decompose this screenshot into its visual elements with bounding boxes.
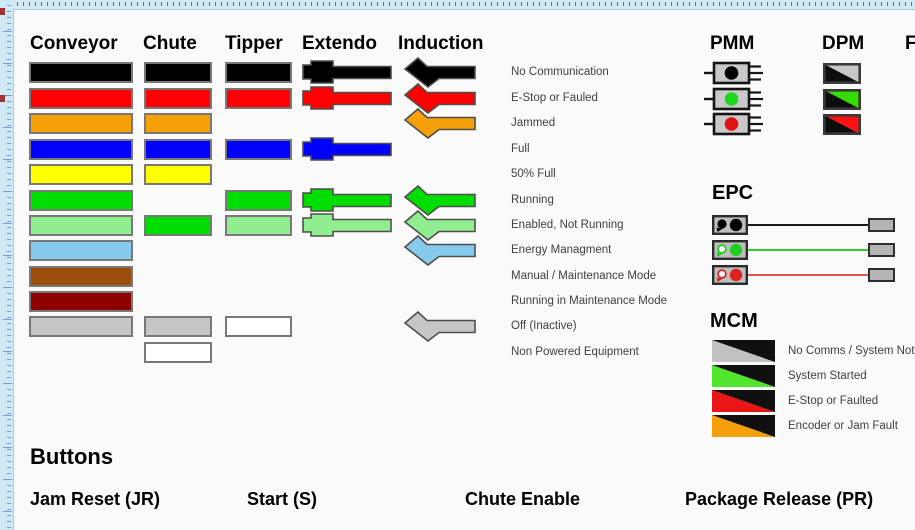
pmm-module-icon	[703, 112, 765, 136]
chute-state-swatch	[144, 316, 212, 337]
column-header-induction: Induction	[398, 33, 484, 54]
extendo-state-swatch	[302, 86, 392, 110]
epc-section-title: EPC	[712, 182, 754, 204]
conveyor-state-swatch	[29, 240, 133, 261]
mcm-state-swatch	[712, 365, 775, 387]
status-label-row5: Running	[511, 194, 554, 206]
induction-state-swatch	[402, 209, 476, 242]
chute-state-swatch	[144, 62, 212, 83]
chute-state-swatch	[144, 215, 212, 236]
induction-state-swatch	[402, 82, 476, 115]
conveyor-state-swatch	[29, 215, 133, 236]
mcm-status-label: No Comms / System Not St	[788, 345, 915, 357]
tipper-state-swatch	[225, 215, 292, 236]
status-label-row8: Manual / Maintenance Mode	[511, 270, 657, 282]
status-label-row4: 50% Full	[511, 168, 556, 180]
status-label-row2: Jammed	[511, 117, 556, 129]
status-label-row10: Off (Inactive)	[511, 320, 577, 332]
mcm-status-label: E-Stop or Faulted	[788, 395, 879, 407]
epc-end-box	[868, 243, 895, 257]
status-label-row6: Enabled, Not Running	[511, 219, 624, 231]
chute-state-swatch	[144, 88, 212, 109]
conveyor-state-swatch	[29, 62, 133, 83]
tipper-state-swatch	[225, 139, 292, 160]
column-header-extendo: Extendo	[302, 33, 377, 54]
tipper-state-swatch	[225, 62, 292, 83]
status-label-row3: Full	[511, 143, 530, 155]
tipper-state-swatch	[225, 190, 292, 211]
button-label-package-release: Package Release (PR)	[685, 489, 874, 509]
status-label-row7: Energy Managment	[511, 244, 612, 256]
epc-sensor-icon	[712, 240, 748, 261]
conveyor-state-swatch	[29, 88, 133, 109]
epc-wire	[748, 249, 868, 251]
extendo-state-swatch	[302, 213, 392, 237]
epc-wire	[748, 224, 868, 226]
mcm-section-title: MCM	[710, 310, 758, 332]
buttons-section-title: Buttons	[30, 444, 114, 469]
button-label-start: Start (S)	[247, 489, 318, 509]
extendo-state-swatch	[302, 60, 392, 84]
column-header-pmm: PMM	[710, 33, 755, 54]
epc-end-box	[868, 218, 895, 232]
chute-state-swatch	[144, 139, 212, 160]
chute-state-swatch	[144, 342, 212, 363]
pmm-module-icon	[703, 87, 765, 111]
epc-wire	[748, 274, 868, 276]
dpm-state-swatch	[822, 62, 862, 84]
column-header-conveyor: Conveyor	[30, 33, 118, 54]
epc-sensor-icon	[712, 265, 748, 286]
ruler-left	[0, 0, 13, 530]
chute-state-swatch	[144, 164, 212, 185]
ruler-top	[0, 0, 915, 9]
status-label-row9: Running in Maintenance Mode	[511, 295, 667, 307]
epc-end-box	[868, 268, 895, 282]
column-header-dpm: DPM	[822, 33, 865, 54]
button-label-jam-reset: Jam Reset (JR)	[30, 489, 161, 509]
extendo-state-swatch	[302, 188, 392, 212]
mcm-status-label: Encoder or Jam Fault	[788, 420, 898, 432]
conveyor-state-swatch	[29, 113, 133, 134]
column-header-chute: Chute	[143, 33, 197, 54]
mcm-state-swatch	[712, 390, 775, 412]
status-label-row11: Non Powered Equipment	[511, 346, 639, 358]
mcm-state-swatch	[712, 340, 775, 362]
button-label-chute-enable: Chute Enable	[465, 489, 581, 509]
conveyor-state-swatch	[29, 190, 133, 211]
mcm-status-label: System Started	[788, 370, 867, 382]
epc-sensor-icon	[712, 215, 748, 236]
mcm-state-swatch	[712, 415, 775, 437]
tipper-state-swatch	[225, 88, 292, 109]
chute-state-swatch	[144, 113, 212, 134]
induction-state-swatch	[402, 107, 476, 140]
conveyor-state-swatch	[29, 139, 133, 160]
induction-state-swatch	[402, 234, 476, 267]
status-label-row1: E-Stop or Fauled	[511, 92, 598, 104]
column-header-tipper: Tipper	[225, 33, 283, 54]
conveyor-state-swatch	[29, 164, 133, 185]
induction-state-swatch	[402, 56, 476, 89]
conveyor-state-swatch	[29, 316, 133, 337]
dpm-state-swatch	[822, 113, 862, 135]
tipper-state-swatch	[225, 316, 292, 337]
ruler-margin-marker	[0, 95, 5, 102]
dpm-state-swatch	[822, 88, 862, 110]
conveyor-state-swatch	[29, 291, 133, 312]
induction-state-swatch	[402, 184, 476, 217]
column-header-clipped: F	[905, 33, 915, 54]
extendo-state-swatch	[302, 137, 392, 161]
status-label-row0: No Communication	[511, 66, 609, 78]
ruler-margin-marker	[0, 8, 5, 15]
pmm-module-icon	[703, 61, 765, 85]
conveyor-state-swatch	[29, 266, 133, 287]
induction-state-swatch	[402, 310, 476, 343]
